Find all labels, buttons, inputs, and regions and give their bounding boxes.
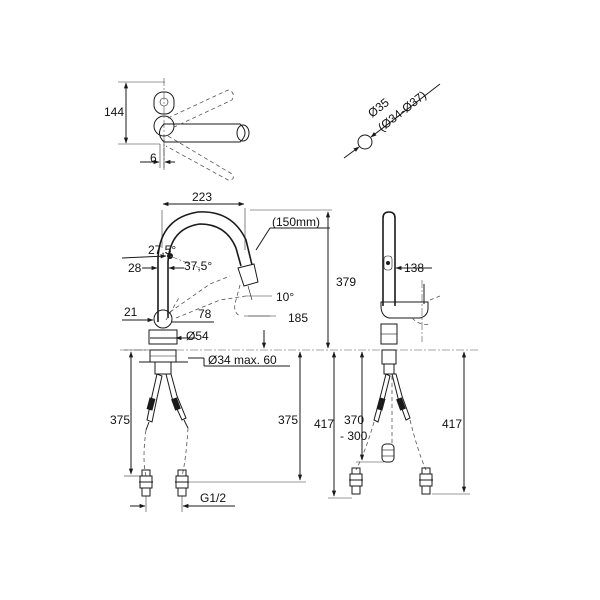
label-dim-379: 379 [336, 275, 356, 289]
label-thread: G1/2 [200, 491, 226, 505]
top-view: 144 6 [104, 78, 250, 181]
side-view: 138 370 - 3 [340, 211, 470, 495]
label-spray-150: (150mm) [272, 215, 320, 229]
label-top-offset: 6 [150, 151, 157, 165]
label-angle-10: 10° [276, 290, 294, 304]
label-dim-370: 370 [344, 413, 364, 427]
label-dim-185: 185 [288, 311, 308, 325]
label-top-height: 144 [104, 105, 124, 119]
label-dim-375-mid: 375 [278, 413, 298, 427]
label-angle-37-5: 37,5° [184, 259, 212, 273]
label-diameter-54: Ø54 [186, 329, 209, 343]
label-angle-27-5: 27,5° [148, 243, 176, 257]
label-dim-375-left: 375 [110, 413, 130, 427]
label-diameter-34-max: Ø34 max. 60 [208, 353, 277, 367]
label-width-223: 223 [192, 190, 212, 204]
front-view: 223 (150mm) 27,5° 37,5° 28 10° [110, 190, 478, 512]
label-dim-138: 138 [404, 261, 424, 275]
label-dim-417-mid: 417 [314, 417, 334, 431]
label-dim-300: - 300 [340, 429, 368, 443]
label-dim-28: 28 [128, 261, 142, 275]
hole-diameter-view: Ø35 (Ø34-Ø37) [343, 83, 441, 159]
label-dim-21: 21 [124, 305, 138, 319]
label-dim-417-right: 417 [442, 417, 462, 431]
label-dim-78: 78 [198, 307, 212, 321]
